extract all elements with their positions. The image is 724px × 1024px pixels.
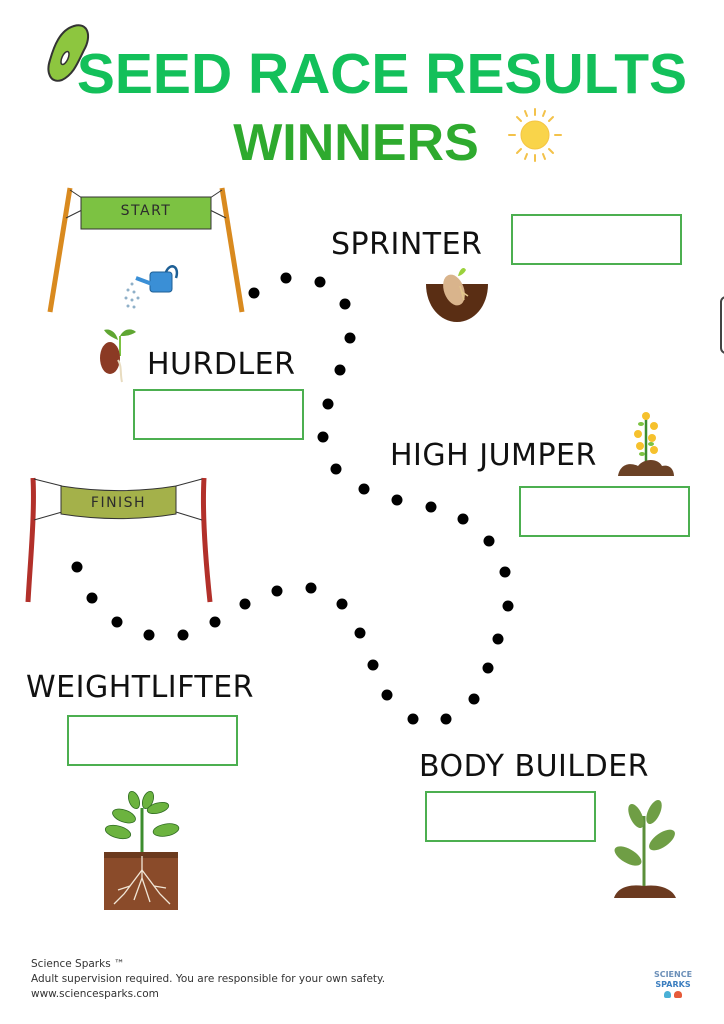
track-dot [425, 501, 437, 513]
weightlifter-label: WEIGHTLIFTER [26, 670, 255, 705]
track-dot [502, 600, 514, 612]
finish-banner: FINISH [24, 474, 214, 606]
track-dot [248, 287, 260, 299]
edge-shape [720, 296, 724, 354]
bean-icon [44, 22, 94, 84]
start-banner: START [44, 184, 248, 316]
track-dot [111, 616, 123, 628]
track-dot [354, 627, 366, 639]
track-dot [280, 272, 292, 284]
body-builder-label: BODY BUILDER [419, 749, 649, 784]
logo-line1: SCIENCE [653, 970, 693, 979]
weightlifter-answer-box[interactable] [67, 715, 238, 766]
track-dot [482, 662, 494, 674]
track-dot [271, 585, 283, 597]
track-dot [440, 713, 452, 725]
sprinter-answer-box[interactable] [511, 214, 682, 265]
track-dot [367, 659, 379, 671]
sun-icon [506, 106, 564, 164]
track-dot [209, 616, 221, 628]
plant-with-roots-icon [104, 790, 180, 912]
high-jumper-answer-box[interactable] [519, 486, 690, 537]
hurdler-answer-box[interactable] [133, 389, 304, 440]
track-dot [499, 566, 511, 578]
page-subtitle: WINNERS [233, 114, 479, 172]
hurdler-label: HURDLER [147, 347, 296, 382]
finish-banner-label: FINISH [90, 495, 147, 511]
track-dot [336, 598, 348, 610]
track-dot [344, 332, 356, 344]
page-title: SEED RACE RESULTS [76, 42, 688, 106]
sprinter-label: SPRINTER [331, 227, 483, 262]
track-dot [358, 483, 370, 495]
track-dot [483, 535, 495, 547]
footer-disclaimer: Adult supervision required. You are resp… [31, 973, 386, 985]
track-dot [330, 463, 342, 475]
track-dot [314, 276, 326, 288]
footer: Science Sparks ™ Adult supervision requi… [31, 957, 385, 1002]
sprouting-bean-icon [96, 322, 140, 384]
track-dot [177, 629, 189, 641]
track-dot [492, 633, 504, 645]
track-dot [143, 629, 155, 641]
footer-brand: Science Sparks ™ [31, 958, 125, 970]
track-dot [317, 431, 329, 443]
track-dot [391, 494, 403, 506]
start-banner-label: START [120, 203, 172, 219]
track-dot [339, 298, 351, 310]
watering-can-icon [122, 262, 182, 312]
track-dot [457, 513, 469, 525]
track-dot [322, 398, 334, 410]
track-dot [334, 364, 346, 376]
body-builder-answer-box[interactable] [425, 791, 596, 842]
track-dot [381, 689, 393, 701]
seedling-icon [612, 796, 678, 902]
seed-in-soil-icon [424, 264, 490, 324]
science-sparks-logo: SCIENCE SPARKS [650, 970, 696, 998]
flowering-plant-icon [616, 408, 676, 478]
track-dot [305, 582, 317, 594]
footer-website[interactable]: www.sciencesparks.com [31, 988, 159, 1000]
high-jumper-label: HIGH JUMPER [390, 438, 597, 473]
track-dot [239, 598, 251, 610]
track-dot [407, 713, 419, 725]
logo-line2: SPARKS [655, 980, 691, 989]
track-dot [468, 693, 480, 705]
